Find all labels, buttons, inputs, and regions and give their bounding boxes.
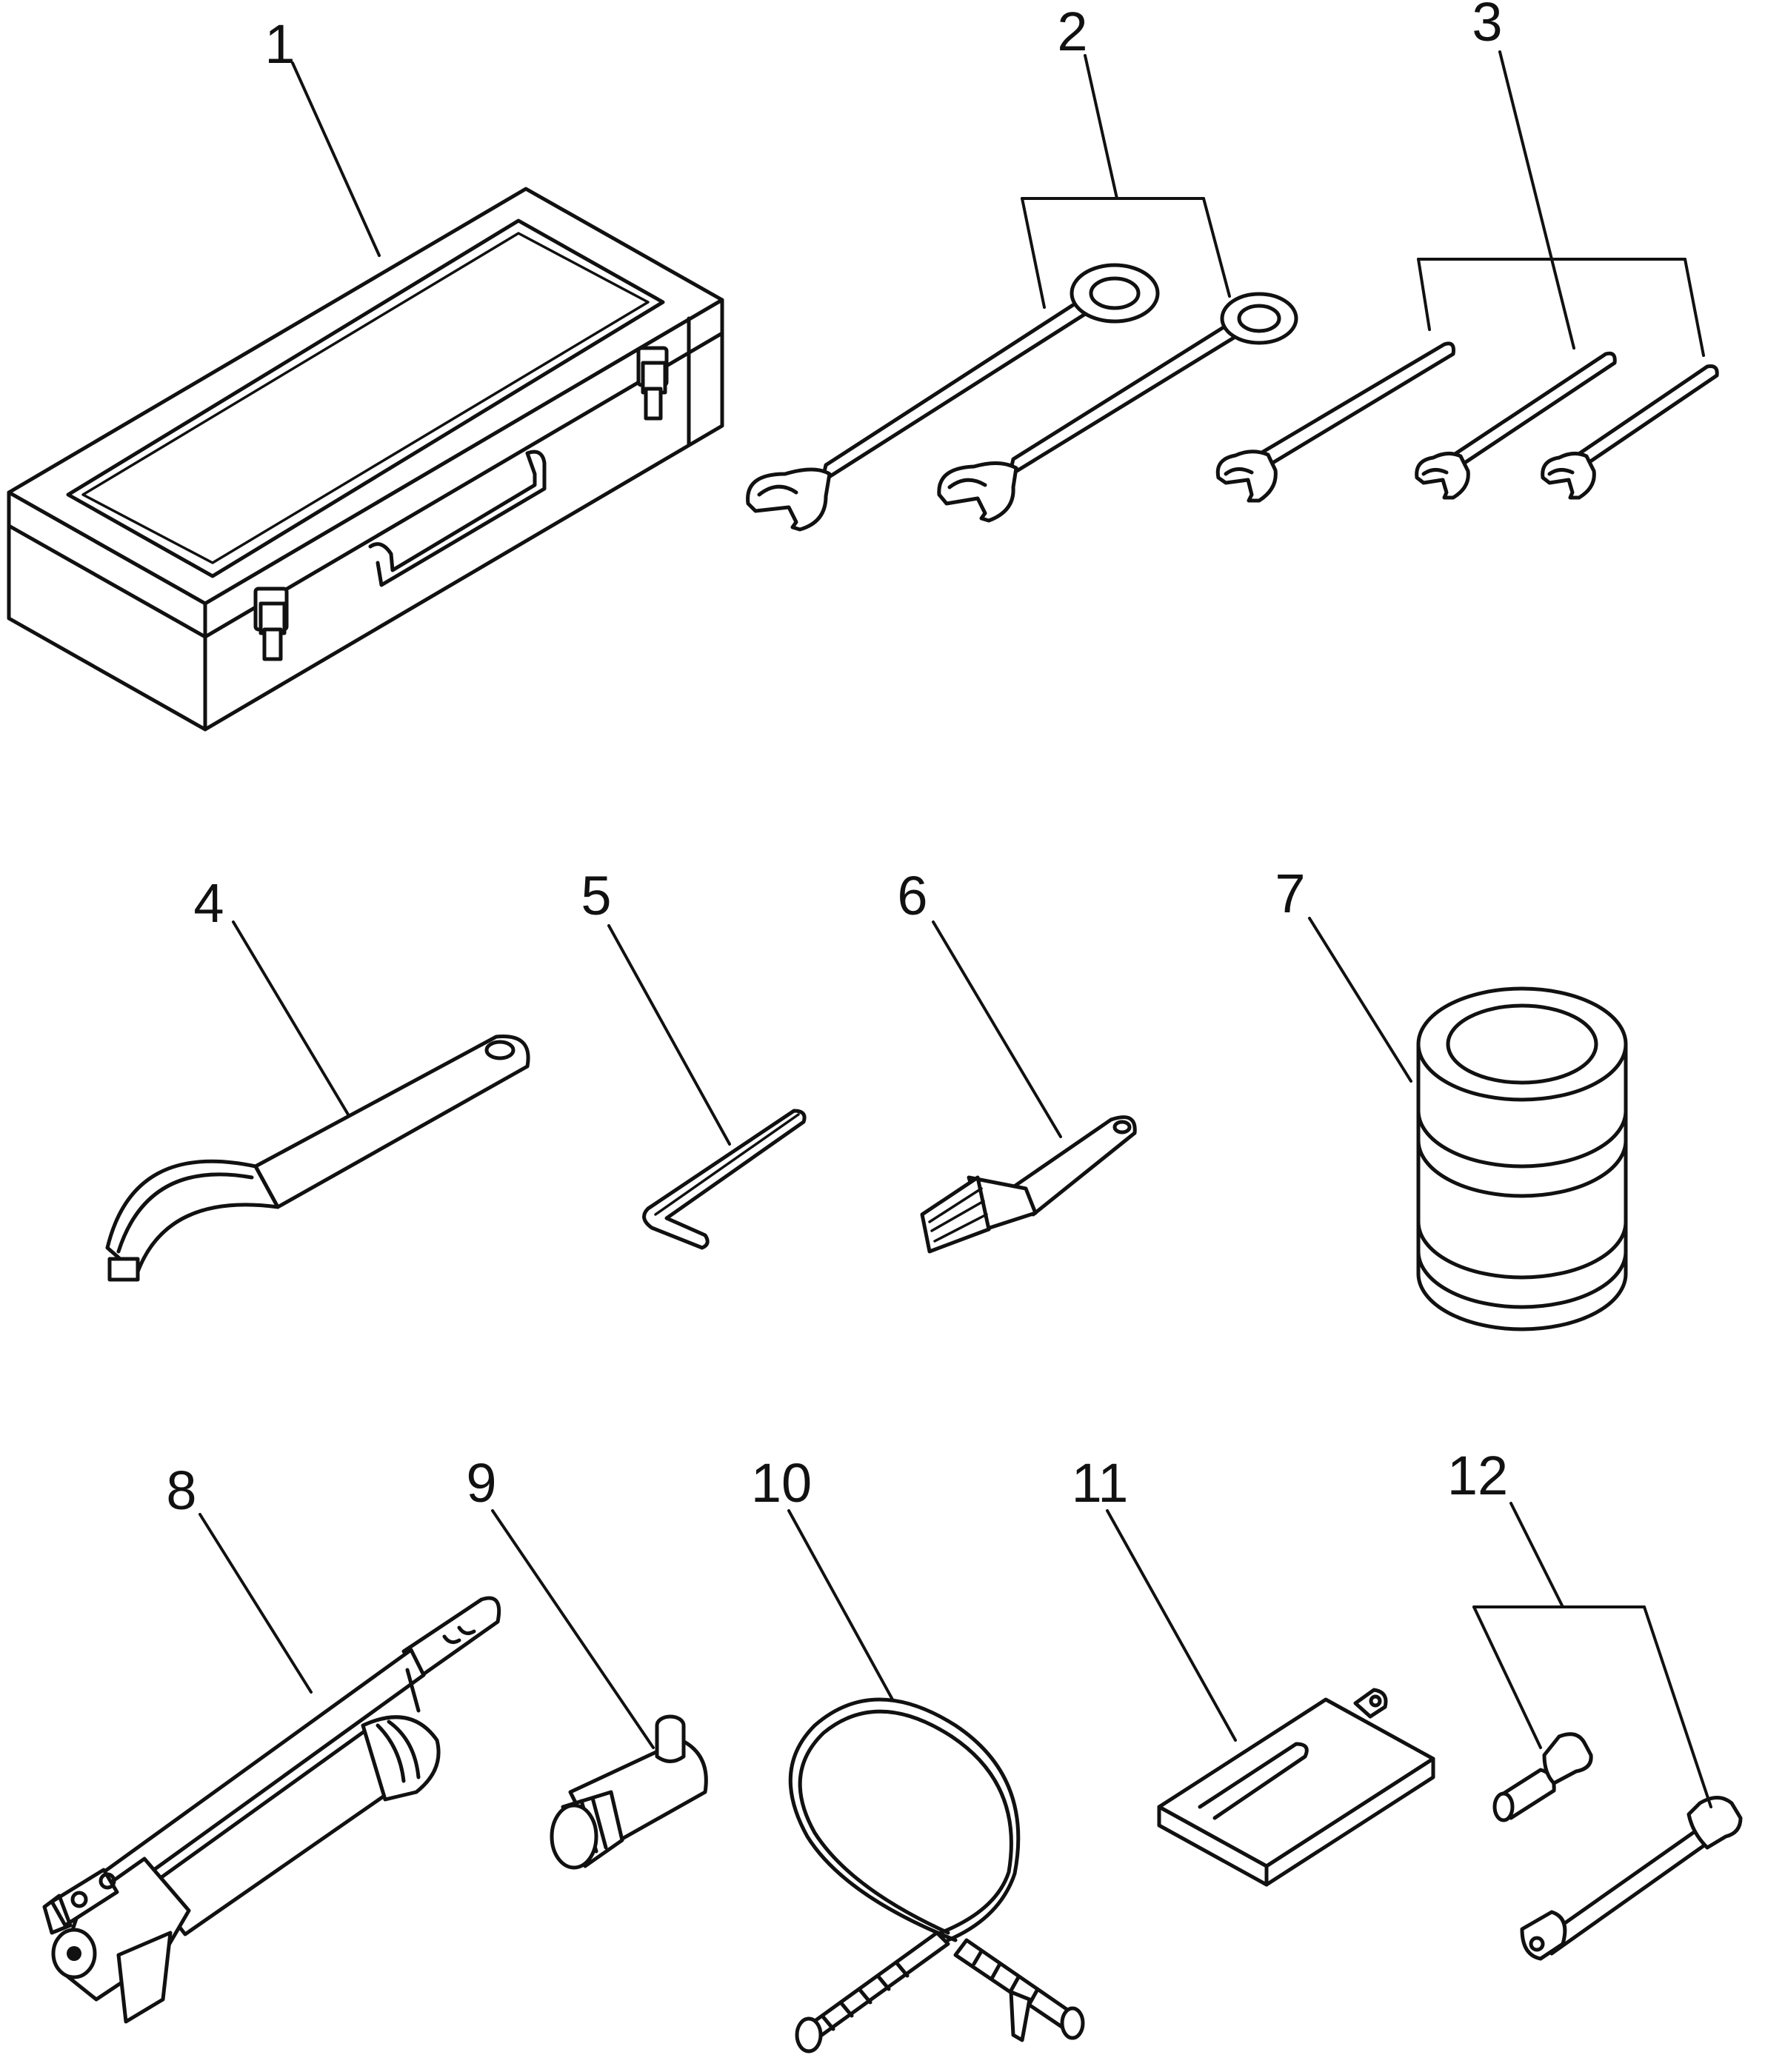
- part-8-hand-pump: [42, 1596, 501, 2024]
- leader-1: [291, 61, 381, 257]
- part-6-brush: [920, 1115, 1137, 1254]
- leader-12: [1472, 1502, 1712, 1808]
- callout-4: 4: [193, 872, 224, 934]
- callout-5: 5: [581, 865, 611, 926]
- callout-2: 2: [1057, 1, 1087, 62]
- leader-8: [198, 1513, 313, 1694]
- leader-6: [932, 920, 1062, 1138]
- callout-1: 1: [264, 13, 295, 75]
- callout-3: 3: [1472, 0, 1502, 53]
- part-10-hose: [788, 1697, 1085, 2053]
- part-1-toolbox: [7, 187, 724, 732]
- part-7-can: [1416, 986, 1628, 1331]
- part-4-hook-spanner: [105, 1035, 530, 1282]
- leader-2: [1021, 54, 1231, 309]
- leader-4: [232, 920, 350, 1116]
- callout-7: 7: [1275, 863, 1305, 924]
- leader-3: [1417, 50, 1705, 357]
- part-12-nozzles: [1492, 1732, 1743, 1961]
- callout-10: 10: [751, 1452, 812, 1514]
- part-5-hex-key: [642, 1109, 807, 1250]
- callout-12: 12: [1447, 1445, 1508, 1506]
- callout-6: 6: [897, 865, 927, 926]
- part-3-open-end-wrenches: [1215, 341, 1719, 503]
- leader-11: [1106, 1509, 1237, 1742]
- part-9-adapter: [550, 1714, 708, 1870]
- callout-11: 11: [1072, 1452, 1129, 1514]
- leader-5: [607, 924, 731, 1146]
- callout-9: 9: [466, 1452, 496, 1514]
- leader-9: [491, 1509, 655, 1749]
- part-2-combination-wrenches: [746, 263, 1298, 532]
- callout-8: 8: [166, 1460, 196, 1521]
- part-11-plate: [1157, 1688, 1435, 1887]
- leader-7: [1308, 917, 1412, 1083]
- leader-10: [787, 1509, 894, 1701]
